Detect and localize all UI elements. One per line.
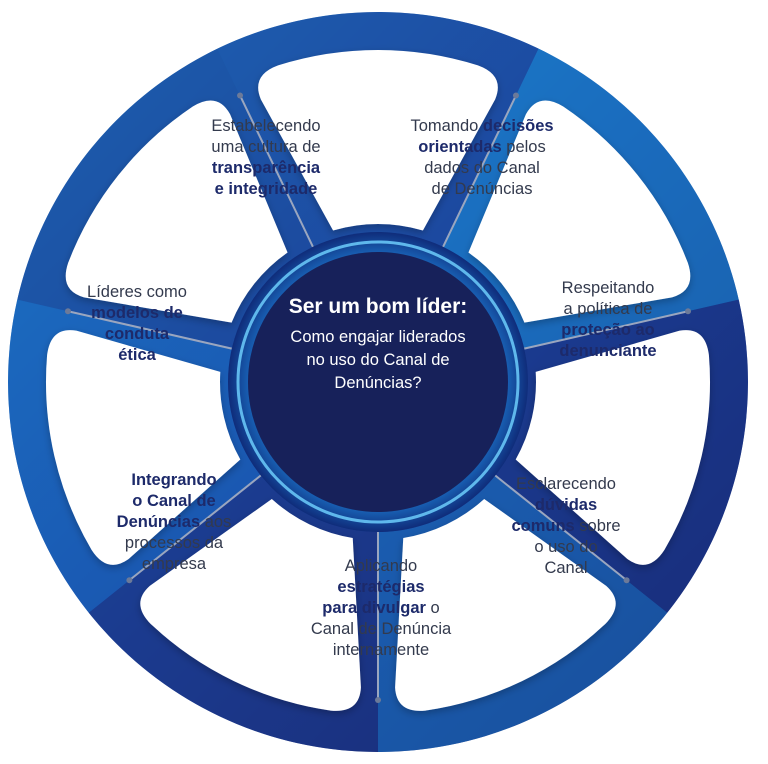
divider-dot <box>64 308 71 315</box>
center-subtitle: Como engajar liderados no uso do Canal d… <box>248 326 508 395</box>
petal <box>140 498 361 711</box>
petal <box>515 330 710 565</box>
center-circle <box>248 252 508 512</box>
segment-dissemination: Aplicando estratégias para divulgar o Ca… <box>310 557 452 659</box>
divider-line <box>128 474 262 582</box>
center-subtitle-line: no uso do Canal de <box>306 351 450 369</box>
divider-dot <box>375 697 381 703</box>
divider-dot <box>685 308 692 315</box>
petal <box>65 100 288 323</box>
segment-common-questions: Esclarecendo dúvidas comuns sobre o uso … <box>511 475 621 577</box>
divider-dot <box>237 92 244 99</box>
divider-dot <box>126 577 133 584</box>
petal <box>258 50 498 231</box>
divider-line <box>67 310 232 350</box>
segment-data-decisions: Tomando decisões orientadas pelos dados … <box>410 117 554 198</box>
segment-ethical-models: Líderes como modelos de conduta ética <box>87 283 187 364</box>
petal <box>468 100 691 323</box>
hub-inner-ring <box>236 240 520 524</box>
divider-line <box>442 95 517 248</box>
center-title: Ser um bom líder: <box>288 295 468 318</box>
divider-dot <box>512 92 519 99</box>
divider-line <box>239 95 314 248</box>
center-text: Ser um bom líder: Como engajar liderados… <box>248 292 508 395</box>
segment-integration: Integrando o Canal de Denúncias aos proc… <box>116 471 232 573</box>
dividers <box>64 92 692 703</box>
segment-whistleblower-protection: Respeitando a política de proteção ao de… <box>559 279 657 360</box>
petal <box>45 330 241 565</box>
petals <box>45 50 710 711</box>
divider-dot <box>623 577 630 584</box>
segment-culture: Estabelecendo uma cultura de transparênc… <box>211 117 321 198</box>
divider-line <box>524 310 689 350</box>
center-subtitle-line: Denúncias? <box>334 374 422 392</box>
center-subtitle-line: Como engajar liderados <box>290 328 466 346</box>
petal <box>395 498 616 711</box>
divider-line <box>494 474 628 582</box>
